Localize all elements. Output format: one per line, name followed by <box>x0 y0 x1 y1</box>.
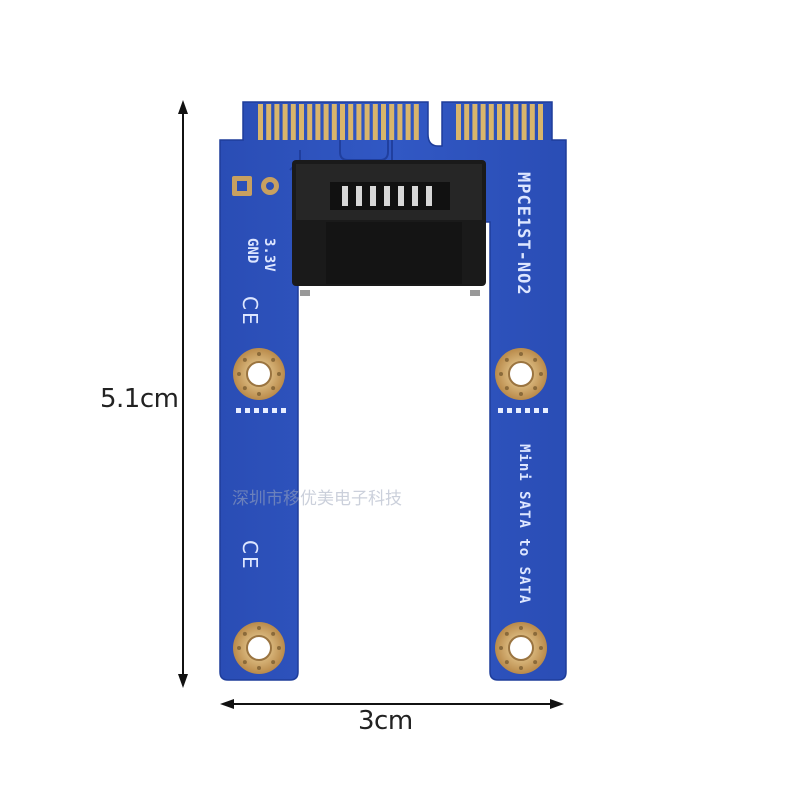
board-description-label: Mini SATA to SATA <box>516 444 532 605</box>
arrow-vertical-icon <box>178 100 188 688</box>
mounting-hole <box>246 361 272 387</box>
gold-fingers-left <box>258 104 419 140</box>
gold-fingers-right <box>456 104 543 140</box>
gold-finger <box>389 104 395 140</box>
via-dot <box>263 408 268 413</box>
connector-pin <box>356 186 362 206</box>
gold-finger <box>529 104 535 140</box>
gold-finger <box>266 104 272 140</box>
connector-pin <box>426 186 432 206</box>
gold-finger <box>381 104 386 140</box>
via-dot <box>516 408 521 413</box>
gold-finger <box>513 104 519 140</box>
gold-finger <box>274 104 280 140</box>
gold-finger <box>521 104 527 140</box>
ce-mark-icon: CE <box>238 296 262 327</box>
mounting-hole <box>246 635 272 661</box>
gold-finger <box>505 104 511 140</box>
pin-3v3-label: 3.3V <box>261 238 277 272</box>
via-dot <box>281 408 286 413</box>
gold-finger <box>480 104 486 140</box>
mounting-hole-icon <box>233 348 547 674</box>
via-dot <box>498 408 503 413</box>
gold-finger <box>340 104 345 140</box>
via-dot <box>254 408 259 413</box>
gold-finger <box>397 104 403 140</box>
gold-finger <box>413 104 419 140</box>
via-dot <box>507 408 512 413</box>
sata-connector-icon <box>292 160 486 296</box>
gold-finger <box>348 104 354 140</box>
gold-finger <box>307 104 313 140</box>
gold-finger <box>364 104 370 140</box>
connector-pin <box>398 186 404 206</box>
connector-pin <box>412 186 418 206</box>
via-dot <box>245 408 250 413</box>
width-dimension-label: 3cm <box>358 706 413 736</box>
connector-pin <box>384 186 390 206</box>
ce-mark-icon: CE <box>238 540 262 571</box>
connector-pin <box>370 186 376 206</box>
gold-finger <box>497 104 502 140</box>
gold-finger <box>405 104 411 140</box>
gold-finger <box>258 104 263 140</box>
via-dot <box>236 408 241 413</box>
gold-finger <box>299 104 304 140</box>
gold-finger <box>372 104 378 140</box>
gold-finger <box>488 104 494 140</box>
via-dot <box>272 408 277 413</box>
via-dot <box>543 408 548 413</box>
via-dot <box>534 408 539 413</box>
gold-finger <box>464 104 470 140</box>
gold-finger <box>323 104 329 140</box>
pin-gnd-label: GND <box>244 238 260 264</box>
gold-finger <box>331 104 337 140</box>
board-model-label: MPCE1ST-NO2 <box>513 172 533 296</box>
connector-pin <box>342 186 348 206</box>
watermark-text: 深圳市移优美电子科技 <box>232 489 402 509</box>
via-rows <box>236 408 548 413</box>
mounting-hole <box>508 361 534 387</box>
gold-finger <box>315 104 321 140</box>
gold-finger <box>282 104 288 140</box>
mounting-hole <box>508 635 534 661</box>
via-dot <box>525 408 530 413</box>
gold-finger <box>456 104 461 140</box>
arrow-horizontal-icon <box>220 699 564 709</box>
height-dimension-label: 5.1cm <box>100 384 179 414</box>
gold-finger <box>290 104 296 140</box>
gold-finger <box>356 104 362 140</box>
gold-finger <box>472 104 478 140</box>
gold-finger <box>538 104 543 140</box>
